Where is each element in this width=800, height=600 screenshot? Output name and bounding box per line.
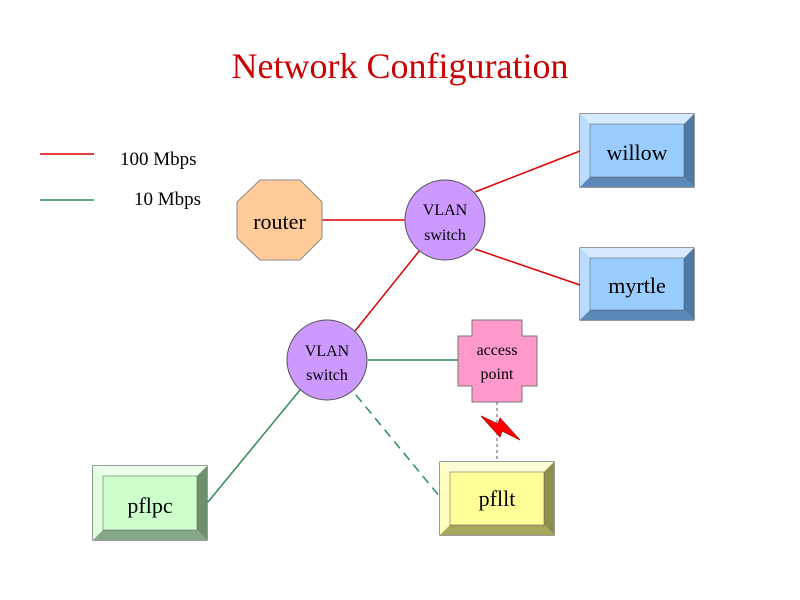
legend-slow-label: 10 Mbps (134, 189, 201, 210)
pflpc-node: pflpc (92, 465, 208, 541)
vlan-switch-bottom: VLAN switch (286, 319, 368, 401)
pfllt-bevel-bottom (440, 525, 554, 535)
willow-bevel-bottom (580, 177, 694, 187)
vlan-switch-bottom-shape (286, 319, 368, 401)
myrtle-bevel-right (684, 248, 694, 320)
access-point-label-line2: point (481, 366, 514, 383)
router-shape (236, 179, 323, 261)
vlan-switch-top: VLAN switch (404, 179, 486, 261)
myrtle-label: myrtle (608, 273, 665, 298)
myrtle-bevel-bottom (580, 310, 694, 320)
pfllt-face (449, 471, 545, 526)
link-switch-top-myrtle (474, 248, 581, 286)
link-switch-bottom-pfllt-wireless (355, 394, 441, 498)
willow-label: willow (606, 140, 667, 165)
pfllt-bevel-left (440, 462, 450, 535)
myrtle-node: myrtle (579, 247, 695, 321)
pflpc-bevel-right (197, 466, 207, 540)
access-point-label-line1: access (477, 342, 518, 359)
vlan-switch-top-label-line1: VLAN (423, 202, 468, 219)
willow-node: willow (579, 113, 695, 188)
willow-bevel-top (580, 114, 694, 124)
vlan-switch-bottom-label-line2: switch (306, 367, 348, 384)
legend: 100 Mbps 10 Mbps (40, 149, 201, 210)
willow-bevel-right (684, 114, 694, 187)
vlan-switch-bottom-label-line1: VLAN (305, 343, 350, 360)
router-label: router (253, 209, 306, 234)
legend-fast-label: 100 Mbps (120, 149, 197, 170)
diagram-title: Network Configuration (232, 46, 569, 86)
link-switch-top-switch-bottom (354, 249, 421, 332)
access-point-shape (457, 319, 538, 403)
links (207, 150, 581, 503)
access-point-node: access point (457, 319, 538, 403)
router-node: router (236, 179, 323, 261)
pflpc-bevel-top (93, 466, 207, 476)
pfllt-bevel-top (440, 462, 554, 472)
pfllt-label: pfllt (479, 486, 516, 511)
pflpc-bevel-bottom (93, 530, 207, 540)
pfllt-bevel-right (544, 462, 554, 535)
pflpc-label: pflpc (127, 493, 172, 518)
willow-face (589, 123, 685, 178)
pfllt-node: pfllt (439, 461, 555, 536)
willow-bevel-left (580, 114, 590, 187)
pflpc-bevel-left (93, 466, 103, 540)
link-switch-top-willow (474, 150, 581, 193)
myrtle-bevel-top (580, 248, 694, 258)
lightning-bolt-icon (480, 415, 521, 441)
myrtle-bevel-left (580, 248, 590, 320)
vlan-switch-top-shape (404, 179, 486, 261)
link-switch-bottom-pflpc (207, 389, 301, 503)
myrtle-face (589, 257, 685, 311)
pflpc-face (102, 475, 198, 531)
vlan-switch-top-label-line2: switch (424, 227, 466, 244)
